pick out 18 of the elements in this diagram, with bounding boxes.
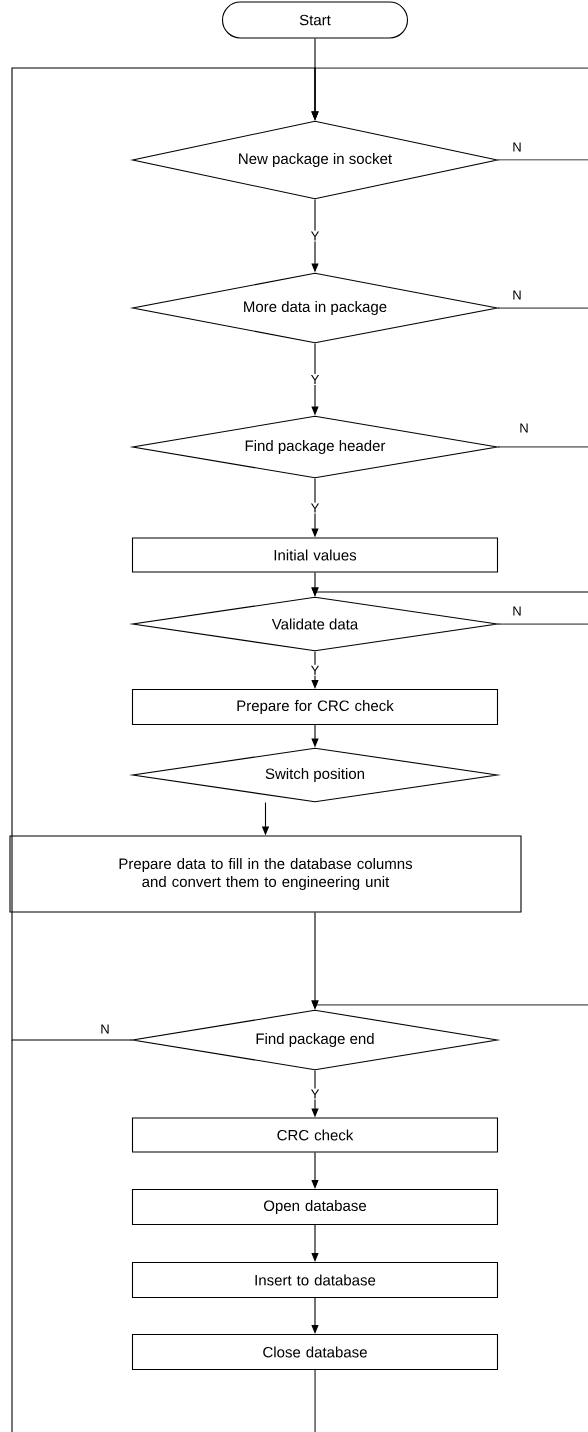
process-box: Initial values — [131, 537, 499, 573]
edge-label: Y — [309, 502, 321, 514]
edge-label: Y — [309, 230, 321, 242]
process-box: CRC check — [131, 1117, 499, 1153]
edge-label: N — [511, 141, 523, 153]
edge-label: N — [518, 422, 530, 434]
process-box: Open database — [131, 1188, 499, 1226]
process-box: Close database — [131, 1333, 499, 1371]
process-box: Prepare for CRC check — [131, 688, 499, 726]
start-terminal: Start — [221, 1, 409, 39]
edge-label: Y — [309, 374, 321, 385]
edge-label: Y — [309, 1088, 321, 1100]
edge-label: Y — [309, 664, 321, 676]
edge-label: N — [99, 1023, 111, 1035]
process-box: Insert to database — [131, 1261, 499, 1299]
process-box: Prepare data to fill in the database columns and convert them to engineering unit — [9, 835, 522, 913]
edge-label: N — [511, 605, 523, 617]
edge-label: N — [511, 289, 523, 301]
